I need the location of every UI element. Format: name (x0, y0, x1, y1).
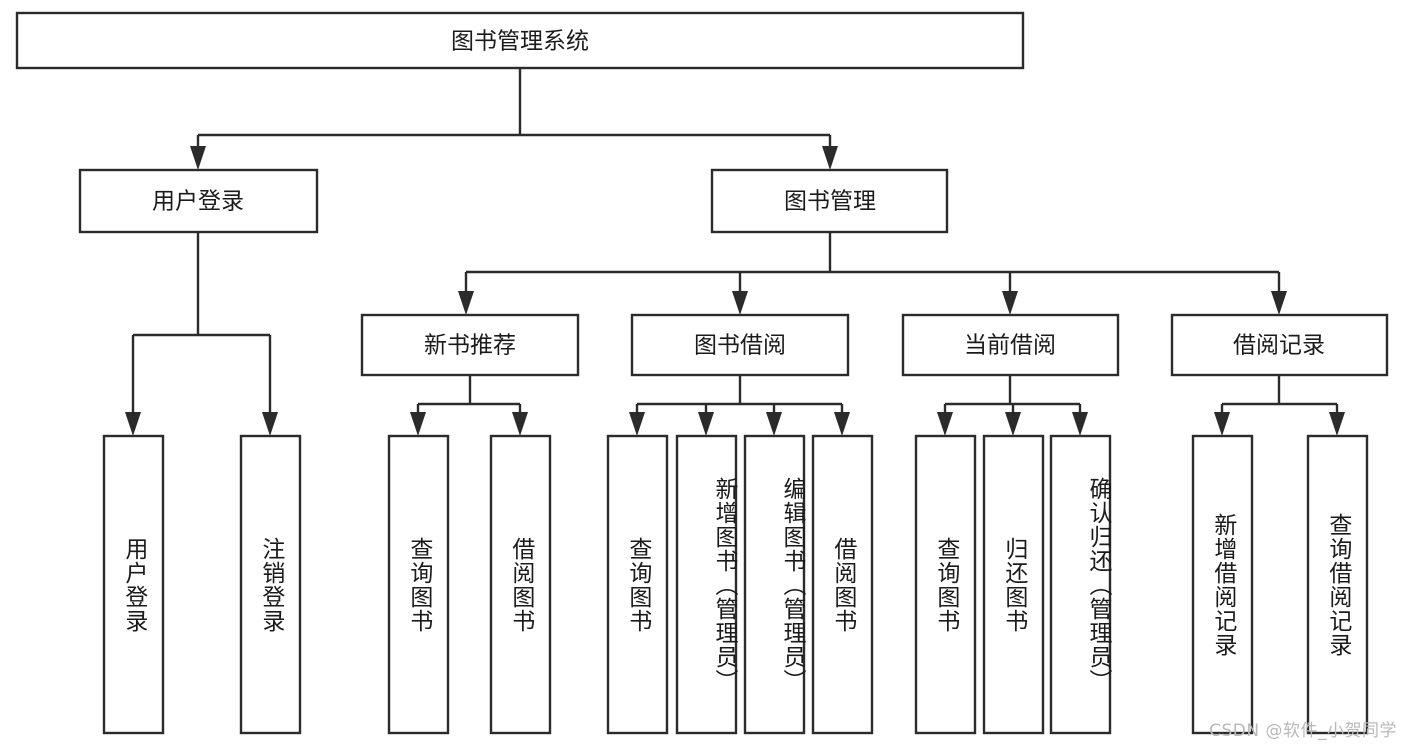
node-user-login-label: 用户登录 (152, 189, 244, 215)
arrowhead-cb-leaf-3 (1072, 412, 1088, 436)
node-user-login[interactable]: 用户登录 (78, 168, 319, 234)
leaf-box-br-query-record[interactable] (1306, 434, 1369, 735)
arrowhead-bb-leaf-1 (629, 412, 645, 436)
node-borrow-record[interactable]: 借阅记录 (1170, 313, 1389, 377)
leaf-box-cb-confirm-return[interactable] (1049, 434, 1112, 735)
arrowhead-new-book (458, 291, 474, 315)
node-current-borrow-box[interactable] (901, 313, 1120, 377)
leaf-box-bb-query-book[interactable] (606, 434, 669, 735)
leaf-box-bb-edit-book[interactable] (743, 434, 806, 735)
arrowhead-book-mgmt (822, 146, 838, 170)
node-book-borrow-box[interactable] (630, 313, 850, 377)
arrowhead-br-leaf-1 (1214, 412, 1230, 436)
node-user-login-box[interactable] (78, 168, 319, 234)
node-new-book-recommend[interactable]: 新书推荐 (360, 313, 580, 377)
node-book-management-label: 图书管理 (784, 189, 876, 215)
arrowhead-leaf-user-login (125, 412, 141, 436)
leaf-box-cb-return-book[interactable] (982, 434, 1045, 735)
leaf-box-user-login[interactable] (102, 434, 165, 735)
node-root-label: 图书管理系统 (451, 29, 589, 55)
arrowhead-cb-leaf-1 (937, 412, 953, 436)
node-current-borrow[interactable]: 当前借阅 (901, 313, 1120, 377)
node-borrow-record-box[interactable] (1170, 313, 1389, 377)
arrowhead-br-leaf-2 (1329, 412, 1345, 436)
node-book-management[interactable]: 图书管理 (710, 168, 949, 234)
leaf-box-bb-add-book[interactable] (675, 434, 738, 735)
leaf-box-nb-borrow-book[interactable] (489, 434, 552, 735)
arrowhead-bb-leaf-4 (834, 412, 850, 436)
leaf-box-cb-query-book[interactable] (914, 434, 977, 735)
node-root-box[interactable] (15, 11, 1025, 70)
leaf-box-logout[interactable] (239, 434, 302, 735)
node-book-borrow-label: 图书借阅 (694, 333, 786, 359)
leaf-box-nb-query-book[interactable] (387, 434, 450, 735)
arrowhead-nb-leaf-2 (512, 412, 528, 436)
arrowhead-book-borrow (732, 291, 748, 315)
node-book-management-box[interactable] (710, 168, 949, 234)
arrowhead-current-borrow (1002, 291, 1018, 315)
arrowhead-nb-leaf-1 (410, 412, 426, 436)
connector-layer (125, 68, 1345, 436)
node-new-book-recommend-label: 新书推荐 (424, 333, 516, 359)
leaf-boxes-layer (102, 434, 1369, 735)
arrowhead-user-login (190, 146, 206, 170)
node-book-borrow[interactable]: 图书借阅 (630, 313, 850, 377)
node-current-borrow-label: 当前借阅 (964, 333, 1056, 359)
leaf-box-bb-borrow-book[interactable] (811, 434, 874, 735)
csdn-watermark: CSDN @软件_小贺同学 (1209, 721, 1397, 741)
arrowhead-cb-leaf-2 (1005, 412, 1021, 436)
arrowhead-bb-leaf-3 (766, 412, 782, 436)
arrowhead-leaf-logout (262, 412, 278, 436)
leaf-box-br-add-record[interactable] (1191, 434, 1254, 735)
arrowhead-bb-leaf-2 (698, 412, 714, 436)
node-new-book-recommend-box[interactable] (360, 313, 580, 377)
node-borrow-record-label: 借阅记录 (1233, 333, 1325, 359)
node-root[interactable]: 图书管理系统 (15, 11, 1025, 70)
arrowhead-borrow-record (1271, 291, 1287, 315)
